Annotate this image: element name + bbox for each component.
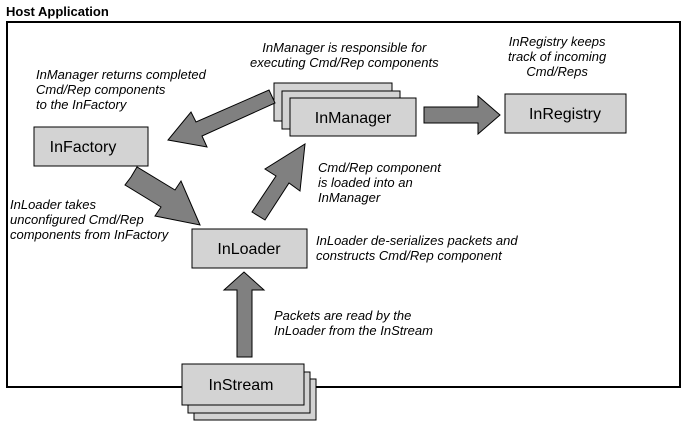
- infactory-label: InFactory: [50, 139, 117, 156]
- inmanager-label: InManager: [315, 110, 392, 127]
- arrow-inmanager-to-infactory: [167, 89, 276, 148]
- arrow-inloader-to-inmanager: [251, 143, 306, 221]
- instream-box: [181, 363, 305, 406]
- annotation-inmanager-responsible: InManager is responsible for executing C…: [250, 40, 439, 70]
- infactory-node: InFactory: [33, 126, 149, 167]
- annotation-inloader-deserializes: InLoader de-serializes packets and const…: [316, 233, 518, 263]
- diagram-title: Host Application: [6, 4, 109, 19]
- annotation-inregistry-tracks: InRegistry keeps track of incoming Cmd/R…: [508, 34, 607, 79]
- inloader-node: InLoader: [191, 228, 308, 269]
- inregistry-label: InRegistry: [529, 106, 601, 123]
- instream-label: InStream: [209, 377, 274, 394]
- annotation-inmanager-returns: InManager returns completed Cmd/Rep comp…: [36, 67, 206, 112]
- annotation-component-loaded: Cmd/Rep component is loaded into an InMa…: [318, 160, 441, 205]
- arrow-infactory-to-inloader: [124, 166, 201, 226]
- infactory-box: [33, 126, 149, 167]
- host-application-frame: [6, 21, 681, 388]
- inloader-box: [191, 228, 308, 269]
- inloader-label: InLoader: [217, 241, 281, 258]
- arrow-inmanager-to-inregistry: [423, 94, 501, 136]
- annotation-packets-read: Packets are read by the InLoader from th…: [274, 308, 433, 338]
- arrow-instream-to-inloader: [222, 271, 266, 358]
- inmanager-box: [289, 97, 417, 137]
- annotation-inloader-takes: InLoader takes unconfigured Cmd/Rep comp…: [10, 197, 169, 242]
- inmanager-stack: InManager: [273, 82, 417, 137]
- instream-stack: InStream: [181, 363, 317, 421]
- inregistry-box: [504, 93, 627, 134]
- inregistry-node: InRegistry: [504, 93, 627, 134]
